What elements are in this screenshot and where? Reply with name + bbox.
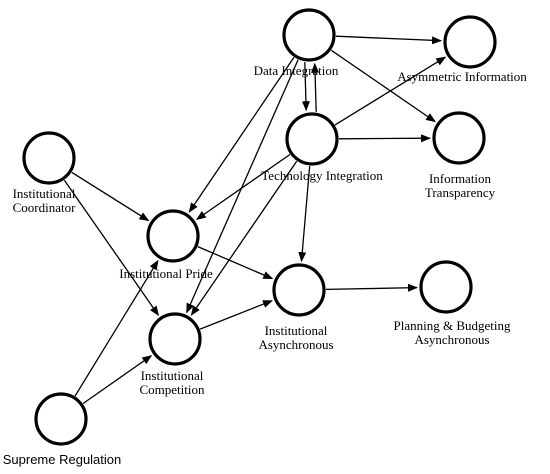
node-label-information-transparency-line-2: Transparency [425,185,496,200]
node-circle-institutional-asynchronous [272,263,326,317]
edge-supreme-regulation-to-institutional-pride [74,259,159,397]
node-circle-institutional-coordinator [22,131,76,185]
node-label-institutional-competition-line-1: Institutional [141,368,204,383]
node-label-institutional-coordinator-line-1: Institutional [13,186,76,201]
edge-data-integration-to-technology-integration [301,62,310,112]
edge-data-integration-to-asymmetric-information [335,35,442,45]
node-institutional-pride: Institutional Pride [119,209,213,281]
node-label-institutional-competition-line-2: Competition [140,382,206,397]
node-label-planning-budgeting-asynchronous-line-1: Planning & Budgeting [394,318,512,333]
node-technology-integration: Technology Integration [261,112,383,183]
edge-institutional-coordinator-to-institutional-pride [71,171,150,222]
edge-technology-integration-to-asymmetric-information [334,56,447,126]
node-label-institutional-coordinator-line-2: Coordinator [13,200,76,215]
edge-institutional-pride-to-institutional-asynchronous [197,246,274,280]
node-supreme-regulation: Supreme Regulation [3,392,122,467]
node-asymmetric-information: Asymmetric Information [397,15,527,84]
node-circle-data-integration [282,8,336,62]
edge-technology-integration-to-data-integration [311,62,320,112]
node-label-institutional-asynchronous-line-1: Institutional [265,323,328,338]
edge-institutional-competition-to-institutional-asynchronous [199,300,273,330]
node-circle-institutional-competition [148,312,202,366]
edge-institutional-asynchronous-to-planning-budgeting-asynchronous [325,283,418,292]
edge-technology-integration-to-information-transparency [338,134,431,143]
node-label-institutional-pride: Institutional Pride [119,266,213,281]
node-circle-institutional-pride [146,209,200,263]
edge-technology-integration-to-institutional-pride [195,153,291,220]
node-circle-supreme-regulation [34,392,88,446]
node-label-planning-budgeting-asynchronous-line-2: Asynchronous [414,332,489,347]
node-label-technology-integration: Technology Integration [261,168,383,183]
edge-supreme-regulation-to-institutional-competition [82,355,153,405]
node-circle-asymmetric-information [443,15,497,69]
node-data-integration: Data Integration [254,8,339,78]
node-label-institutional-asynchronous-line-2: Asynchronous [258,337,333,352]
edge-data-integration-to-institutional-competition [186,59,299,314]
edges-layer [63,35,447,405]
edge-institutional-coordinator-to-institutional-competition [63,179,159,317]
edge-technology-integration-to-institutional-competition [190,160,298,316]
node-circle-planning-budgeting-asynchronous [419,260,473,314]
edge-technology-integration-to-institutional-asynchronous [298,165,311,263]
node-label-asymmetric-information: Asymmetric Information [397,69,527,84]
node-label-data-integration: Data Integration [254,63,339,78]
node-circle-technology-integration [285,112,339,166]
node-circle-information-transparency [432,111,486,165]
node-label-supreme-regulation: Supreme Regulation [3,452,122,467]
nodes-layer: Data Integration Asymmetric InformationTe… [3,8,527,467]
edge-data-integration-to-institutional-pride [188,57,295,213]
node-label-information-transparency-line-1: Information [429,171,492,186]
edge-data-integration-to-information-transparency [330,49,436,123]
